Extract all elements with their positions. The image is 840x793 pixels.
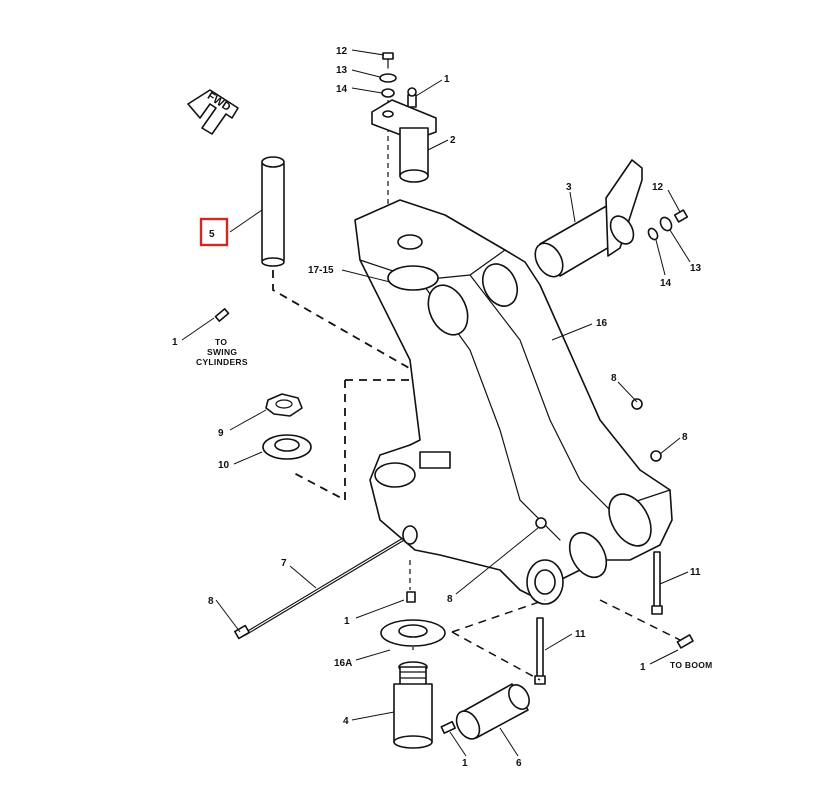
- forward-arrow-icon: FWD: [187, 89, 239, 135]
- callout: 4: [343, 716, 349, 727]
- pin-part-5: [261, 156, 285, 267]
- leader-lines: [181, 49, 691, 757]
- bolt-part-12: [382, 52, 394, 69]
- callout: 13: [690, 263, 702, 274]
- callout: 1: [462, 758, 468, 769]
- callout: 13: [336, 65, 348, 76]
- nut-part-9: [265, 393, 303, 417]
- lockwasher-part-14-right: [647, 227, 659, 241]
- callout: 16: [596, 318, 608, 329]
- callout: 17-15: [308, 265, 334, 276]
- svg-text:TO: TO: [215, 337, 227, 347]
- grease-fitting-part-1-boom: [676, 634, 694, 649]
- rod-part-7: [234, 538, 404, 640]
- grease-fitting-part-1-swing: [214, 308, 230, 322]
- grease-fitting-part-8-c: [535, 517, 547, 529]
- callout: 14: [660, 278, 672, 289]
- note-to-boom: TO BOOM: [670, 660, 713, 670]
- callout: 8: [682, 432, 688, 443]
- note-to-swing-cylinders: TO SWING CYLINDERS: [196, 337, 248, 367]
- callout: 6: [516, 758, 522, 769]
- lockwasher-part-14: [381, 88, 395, 98]
- callout: 8: [208, 596, 214, 607]
- svg-text:SWING: SWING: [207, 347, 237, 357]
- frame-part-16: [354, 199, 673, 605]
- pin-part-2: [371, 99, 437, 183]
- washer-part-13: [379, 73, 397, 83]
- callout: 1: [444, 74, 450, 85]
- pin-part-4: [393, 661, 433, 749]
- svg-text:CYLINDERS: CYLINDERS: [196, 357, 248, 367]
- callout: 10: [218, 460, 230, 471]
- callout: 2: [450, 135, 456, 146]
- pin-part-6: [455, 683, 530, 740]
- callout: 1: [344, 616, 350, 627]
- callout-labels: 12 13 14 1 2 3 12 13 14 5 17-15 16 1 8 8…: [172, 46, 702, 769]
- bolt-part-12-right: [673, 209, 689, 223]
- washer-part-16a: [380, 619, 446, 647]
- highlight-box: [199, 217, 229, 247]
- callout: 1: [640, 662, 646, 673]
- callout: 11: [575, 629, 586, 640]
- pin-part-3: [534, 159, 643, 278]
- grease-fitting-part-1: [407, 87, 417, 108]
- washer-part-13-right: [659, 216, 673, 232]
- callout: 8: [447, 594, 453, 605]
- callout: 7: [281, 558, 287, 569]
- callout: 9: [218, 428, 224, 439]
- callout-highlighted: 5: [209, 229, 215, 240]
- callout: 3: [566, 182, 572, 193]
- grease-fitting-part-1-pin6: [440, 720, 456, 734]
- grease-fitting-part-8-b: [650, 450, 662, 462]
- grease-fitting-part-8-a: [631, 398, 643, 410]
- callout: 1: [172, 337, 178, 348]
- washer-part-10: [262, 434, 312, 460]
- callout: 14: [336, 84, 348, 95]
- callout: 16A: [334, 658, 352, 669]
- bolt-part-11-left: [534, 617, 546, 685]
- callout: 8: [611, 373, 617, 384]
- callout: 12: [652, 182, 664, 193]
- callout: 12: [336, 46, 348, 57]
- callout: 11: [690, 567, 701, 578]
- bolt-part-11-right: [651, 551, 663, 615]
- grease-fitting-part-1-lower: [406, 591, 416, 603]
